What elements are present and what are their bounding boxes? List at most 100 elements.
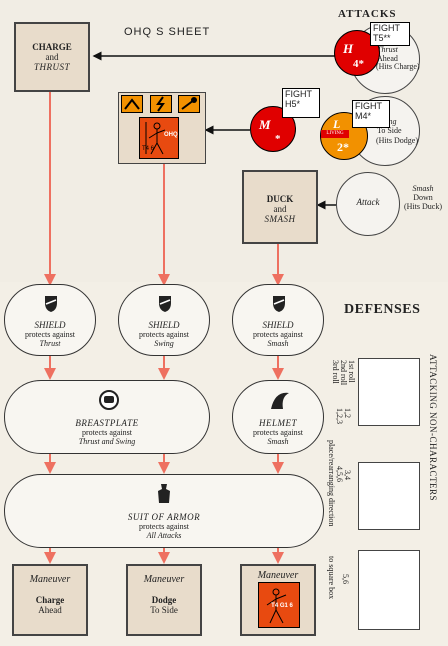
- smash-attack-dir: Down: [413, 193, 433, 202]
- helmet-target: Smash: [267, 437, 289, 446]
- armor-title: SUIT OF ARMOR: [127, 512, 201, 522]
- armor-target: All Attacks: [146, 531, 182, 540]
- fight-label-m4: FIGHT M4*: [352, 100, 390, 128]
- swing-hits: (Hits Dodge): [376, 136, 418, 145]
- warrior-figure-icon: [145, 122, 166, 155]
- side-roll-2: 2nd roll: [339, 360, 348, 386]
- side-caption-2: to square box: [327, 556, 336, 600]
- maneuver-duck[interactable]: Maneuver T4 G1 6: [240, 564, 316, 636]
- maneuver-dodge-line2: To Side: [150, 605, 178, 615]
- warrior-figure-icon: [266, 588, 287, 624]
- smash-attack-label: Smash: [412, 184, 434, 193]
- fight-h5-line2: H5*: [285, 99, 301, 109]
- counter-nums: T4 6: [142, 146, 155, 152]
- defenses-heading: DEFENSES: [344, 302, 421, 317]
- counter-m-value: *: [275, 133, 281, 145]
- duck-smash-box[interactable]: DUCK and SMASH: [242, 170, 318, 244]
- maneuver-dodge-line1: Dodge: [151, 595, 177, 605]
- side-value-1: 1,2: [343, 408, 352, 418]
- shield-swing-text: protects against: [139, 330, 189, 339]
- side-box-2[interactable]: [358, 462, 420, 530]
- fight-label-t5: FIGHT T5**: [370, 22, 410, 46]
- maneuver-character-counter[interactable]: T4 G1 6: [258, 582, 300, 628]
- armor-icon: [155, 483, 173, 507]
- breastplate-title: BREASTPLATE: [75, 418, 139, 428]
- fight-m4-line1: FIGHT: [355, 101, 382, 111]
- smash-attack-center: Attack: [356, 197, 380, 207]
- maneuver-charge-title: Maneuver: [29, 574, 71, 585]
- side-roll-3: 3rd roll: [331, 360, 340, 384]
- shield-smash-text: protects against: [253, 330, 303, 339]
- thrust-hits: (Hits Charge): [376, 62, 420, 71]
- attacks-heading: ATTACKS: [338, 8, 397, 20]
- sheet-title: OHQ S SHEET: [124, 26, 211, 38]
- fight-h5-line1: FIGHT: [285, 89, 312, 99]
- mace-icon: [178, 95, 200, 113]
- shield-icon: [272, 295, 286, 315]
- fight-t5-line2: T5**: [373, 33, 391, 43]
- side-value-2: 1,2,3: [335, 408, 344, 424]
- counter-m-letter: M: [259, 117, 271, 132]
- thrust-attack-dir: Ahead: [377, 54, 398, 63]
- smash-hits: (Hits Duck): [404, 202, 442, 211]
- shield-swing[interactable]: SHIELD protects against Swing: [118, 284, 210, 356]
- helmet-icon: [269, 389, 291, 413]
- fight-label-h5: FIGHT H5*: [282, 88, 320, 118]
- thrust-attack-label: Thrust: [377, 45, 398, 54]
- side-heading: ATTACKING NON-CHARACTERS: [428, 354, 438, 502]
- armor-pill[interactable]: SUIT OF ARMOR protects against All Attac…: [4, 474, 324, 548]
- counter-h-value: 4*: [353, 58, 364, 70]
- shield-smash-target: Smash: [267, 339, 289, 348]
- side-roll-1: 1st roll: [347, 360, 356, 383]
- armor-text: protects against: [139, 522, 189, 531]
- counter-h-letter: H: [343, 41, 354, 56]
- shield-thrust-target: Thrust: [39, 339, 61, 348]
- side-caption-1: place/rearranging direction: [327, 440, 336, 527]
- shield-swing-title: SHIELD: [148, 320, 180, 330]
- character-counter[interactable]: OHQ T4 6: [139, 117, 179, 159]
- shield-icon: [44, 295, 58, 315]
- lightning-icon: [150, 95, 172, 113]
- counter-l-sub: LIVING: [321, 130, 349, 138]
- character-box[interactable]: OHQ T4 6: [118, 92, 206, 164]
- helmet-text: protects against: [253, 428, 303, 437]
- maneuver-charge-line2: Ahead: [38, 605, 62, 615]
- breastplate-text: protects against: [82, 428, 132, 437]
- side-value-3: 3,4: [343, 470, 352, 480]
- thrust-label: THRUST: [33, 62, 70, 72]
- fight-m4-line2: M4*: [355, 111, 372, 121]
- shield-smash-title: SHIELD: [262, 320, 294, 330]
- breastplate-icon: [99, 389, 119, 413]
- shield-swing-target: Swing: [154, 339, 174, 348]
- maneuver-dodge-title: Maneuver: [143, 574, 185, 585]
- side-box-3[interactable]: [358, 550, 420, 630]
- side-value-5: 5,6: [341, 574, 350, 584]
- charge-thrust-box[interactable]: CHARGE and THRUST: [14, 22, 90, 92]
- duck-and: and: [273, 204, 287, 214]
- fight-t5-line1: FIGHT: [373, 23, 400, 33]
- shield-thrust-title: SHIELD: [34, 320, 66, 330]
- maneuver-charge[interactable]: Maneuver Charge Ahead: [12, 564, 88, 636]
- shield-icon: [158, 295, 172, 315]
- side-box-1[interactable]: [358, 358, 420, 426]
- maneuver-charge-line1: Charge: [35, 595, 65, 605]
- maneuver-duck-title: Maneuver: [257, 570, 299, 581]
- charge-and: and: [45, 52, 59, 62]
- smash-attack-text: Smash Down (Hits Duck): [400, 184, 446, 211]
- helmet-title: HELMET: [258, 418, 297, 428]
- swing-attack-dir: To Side: [377, 126, 402, 135]
- shield-thrust[interactable]: SHIELD protects against Thrust: [4, 284, 96, 356]
- chevron-icon: [121, 95, 143, 113]
- shield-thrust-text: protects against: [25, 330, 75, 339]
- helmet-pill[interactable]: HELMET protects against Smash: [232, 380, 324, 454]
- smash-label: SMASH: [264, 214, 296, 224]
- counter-l-value: 2*: [337, 140, 349, 154]
- maneuver-dodge[interactable]: Maneuver Dodge To Side: [126, 564, 202, 636]
- breastplate-pill[interactable]: BREASTPLATE protects against Thrust and …: [4, 380, 210, 454]
- shield-smash[interactable]: SHIELD protects against Smash: [232, 284, 324, 356]
- counter-l-letter: L: [333, 117, 341, 131]
- monster-counter-h[interactable]: H 4*: [334, 30, 380, 76]
- smash-attack-circle[interactable]: Attack: [336, 172, 400, 236]
